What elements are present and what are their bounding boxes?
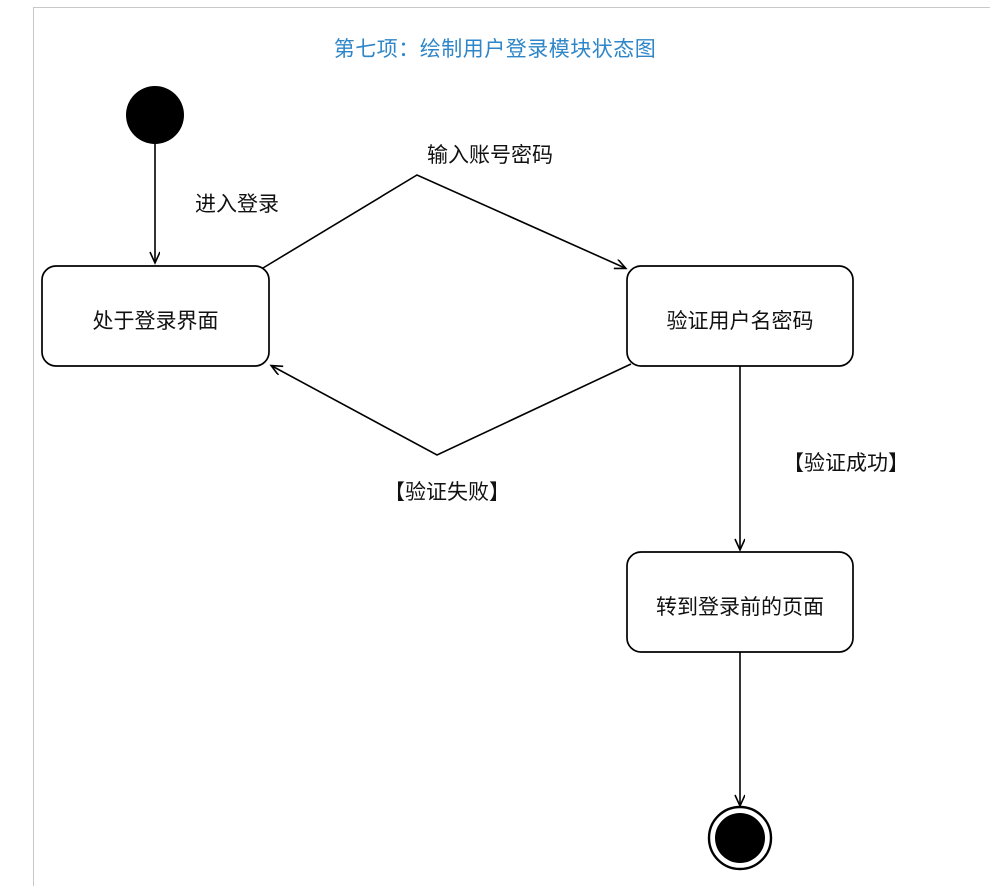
page-title: 第七项：绘制用户登录模块状态图 — [333, 37, 657, 61]
transition-label-verify-success: 【验证成功】 — [783, 451, 909, 475]
final-state-node — [715, 813, 765, 863]
transition-label-enter-login: 进入登录 — [195, 192, 279, 216]
state-node-login-screen — [41, 265, 270, 367]
state-label-redirect-page: 转到登录前的页面 — [656, 595, 824, 619]
transition-submit-credentials-arrow — [262, 174, 625, 268]
transition-label-verify-failed: 【验证失败】 — [384, 480, 510, 504]
transition-verify-failed-arrow — [272, 363, 632, 456]
state-label-verify-credentials: 验证用户名密码 — [666, 309, 814, 333]
state-label-login-screen: 处于登录界面 — [92, 309, 219, 333]
transition-label-submit-credentials: 输入账号密码 — [427, 143, 553, 167]
initial-state-node — [126, 86, 184, 144]
